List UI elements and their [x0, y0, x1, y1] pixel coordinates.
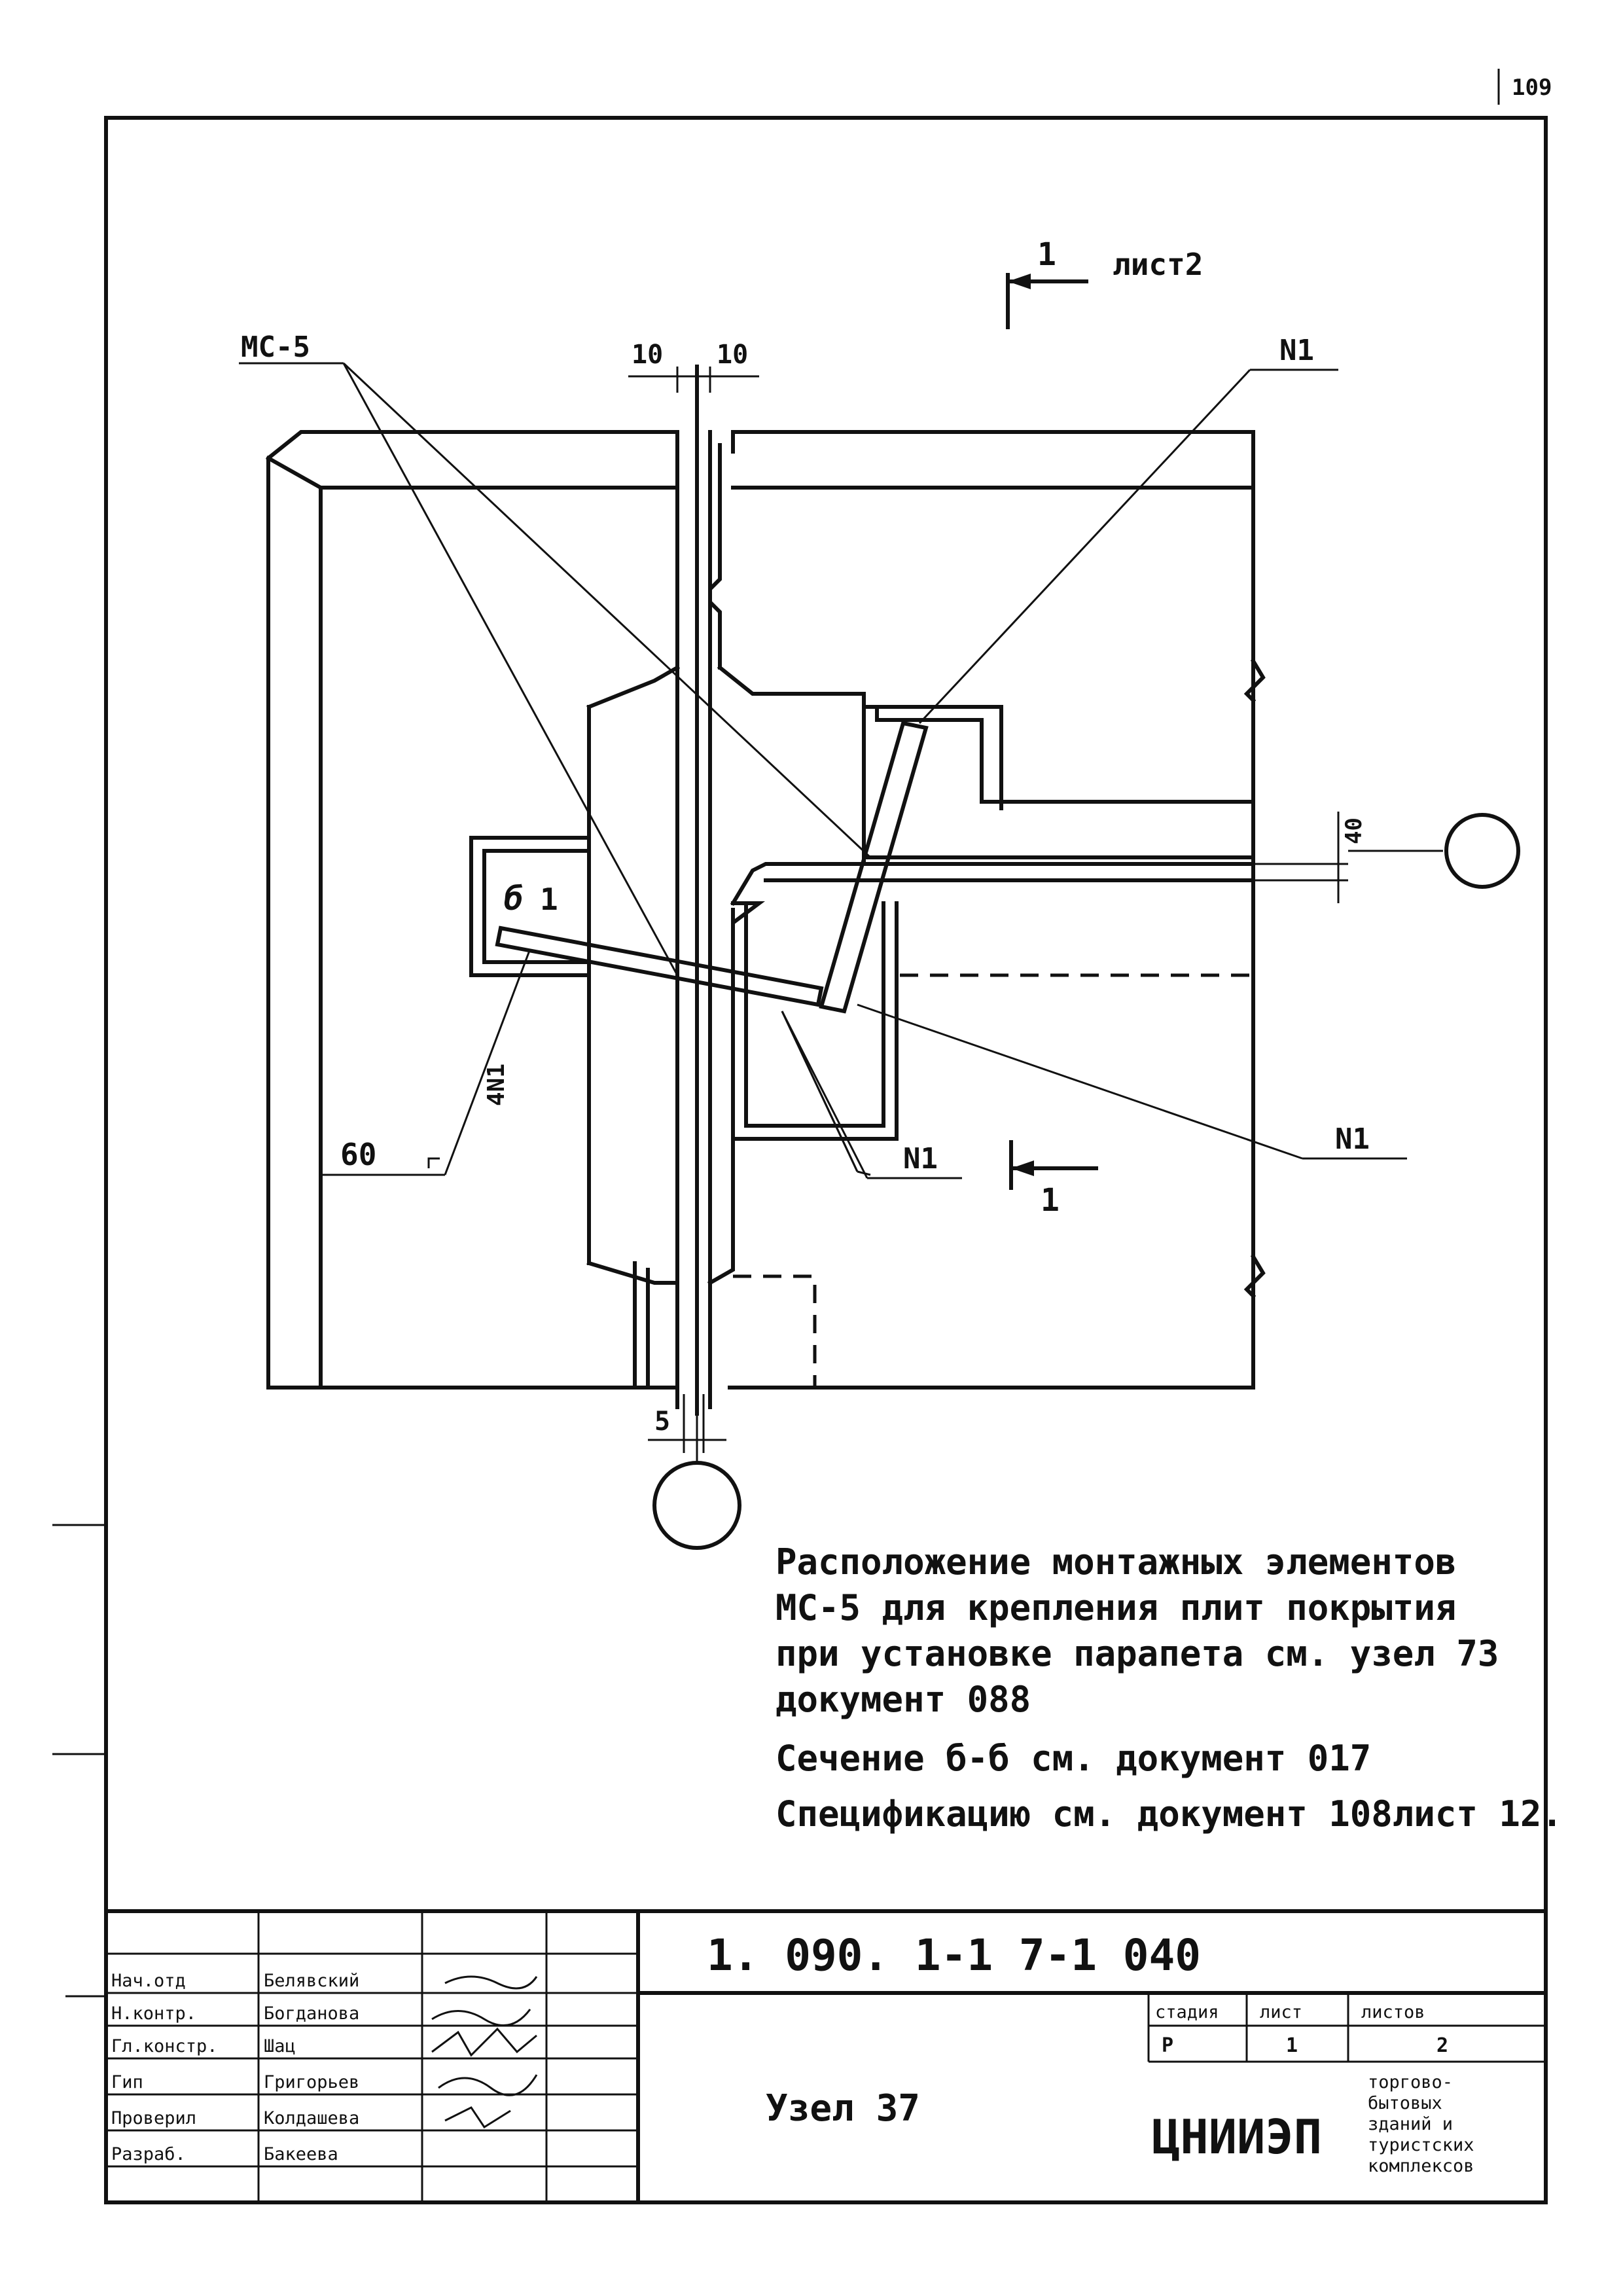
- embed-plate-left-inner: [482, 849, 591, 964]
- tb-name: Колдашева: [264, 2108, 359, 2128]
- org-desc-line: комплексов: [1368, 2156, 1474, 2176]
- dim-40-label: 40: [1341, 817, 1367, 844]
- doc-code: 1. 090. 1-1 7-1 040: [707, 1930, 1201, 1981]
- break-line: [1243, 658, 1266, 704]
- tb-role: Нач.отд: [111, 1971, 186, 1991]
- leader-mc5-a: [342, 363, 679, 976]
- qty-4n1-label: 4N1: [483, 1064, 510, 1106]
- crossbar-top: [862, 705, 1003, 810]
- tb-role: Гип: [111, 2072, 143, 2092]
- tb-role: Проверил: [111, 2108, 196, 2128]
- right-slab-ledge: [730, 862, 1255, 906]
- mc5-label: МС-5: [241, 331, 310, 364]
- note-line: при установке парапета см. узел 73: [776, 1633, 1499, 1674]
- left-slab-chamfer: [265, 455, 324, 491]
- leader-n1-right: [857, 1003, 1303, 1160]
- cut-num-label: 1: [540, 882, 558, 917]
- hidden-contour: [733, 1274, 817, 1388]
- signature: [431, 2027, 537, 2057]
- note-line: документ 088: [776, 1679, 1031, 1720]
- org-name: ЦНИИЭП: [1152, 2109, 1322, 2164]
- signature: [431, 2009, 531, 2027]
- tb-name: Белявский: [264, 1971, 359, 1991]
- leader-n1-bottom-b: [781, 1011, 868, 1179]
- n1-label-right: N1: [1335, 1122, 1370, 1156]
- right-slab-notch: [708, 443, 722, 670]
- stage-value: Р: [1162, 2034, 1173, 2057]
- note-line: МС-5 для крепления плит покрытия: [776, 1587, 1456, 1628]
- sheets-value: 2: [1436, 2034, 1448, 2057]
- embed-plate-right-inner: [744, 901, 885, 1128]
- section-mark-num-bottom: 1: [1041, 1182, 1060, 1219]
- axis-bubble-bottom: [652, 1461, 741, 1550]
- dim-10-right: 10: [717, 340, 748, 370]
- tb-name: Шац: [264, 2036, 296, 2056]
- sheet-number: 109: [1512, 75, 1552, 101]
- tb-name: Богданова: [264, 2003, 359, 2024]
- node-detail-drawing: МС-5 N1 N1 N1 60 б 1 4N1 10 10 5 40 1: [239, 236, 1520, 1550]
- crossbar-inner: [875, 705, 984, 804]
- break-line: [1243, 1253, 1266, 1299]
- signature: [444, 1975, 538, 1990]
- org-desc-line: туристских: [1368, 2135, 1474, 2155]
- org-desc-line: зданий и: [1368, 2114, 1453, 2134]
- dim-5-label: 5: [654, 1407, 670, 1437]
- mc5-bar-inclined: [819, 721, 929, 1014]
- tb-role: Разраб.: [111, 2144, 186, 2164]
- sheets-header: листов: [1361, 2002, 1425, 2022]
- column-top-right: [717, 664, 866, 866]
- signature: [444, 2106, 511, 2129]
- column-top-left: [586, 664, 681, 709]
- section-arrowhead: [1011, 1160, 1034, 1176]
- tb-name: Бакеева: [264, 2144, 338, 2164]
- notes-block: Расположение монтажных элементов МС-5 дл…: [776, 1541, 1563, 1835]
- tb-name: Григорьев: [264, 2072, 359, 2092]
- section-sheet-label: лист2: [1113, 247, 1203, 282]
- leader-n1-top: [918, 368, 1251, 725]
- drawing-frame: [104, 116, 1548, 2204]
- note-line: Расположение монтажных элементов: [776, 1541, 1456, 1583]
- tb-role: Н.контр.: [111, 2003, 196, 2024]
- angle-symbol: [427, 1157, 440, 1168]
- leader-60: [444, 948, 531, 1175]
- stage-header: стадия: [1155, 2002, 1219, 2022]
- org-desc-line: торгово-: [1368, 2072, 1453, 2092]
- cut-b-label: б: [504, 880, 524, 918]
- n1-label-bottom: N1: [903, 1142, 938, 1175]
- sheet-header: лист: [1260, 2002, 1302, 2022]
- signature: [438, 2074, 538, 2096]
- embed-plate-left: [469, 836, 591, 977]
- note-line: Сечение б-б см. документ 017: [776, 1738, 1371, 1779]
- axis-bubble-right: [1444, 813, 1520, 889]
- dim-10-left: 10: [632, 340, 663, 370]
- section-arrowhead: [1008, 274, 1031, 289]
- section-mark-num-top: 1: [1037, 236, 1056, 273]
- org-desc-line: бытовых: [1368, 2093, 1442, 2113]
- tb-role: Гл.констр.: [111, 2036, 218, 2056]
- sheet-value: 1: [1286, 2034, 1298, 2057]
- leader-mc5-b: [342, 362, 872, 859]
- dim-60-label: 60: [340, 1137, 376, 1172]
- title-block: Нач.отд Н.контр. Гл.констр. Гип Проверил…: [104, 1909, 1548, 2204]
- embed-plate-right: [731, 901, 899, 1141]
- note-line: Спецификацию см. документ 108лист 12.: [776, 1793, 1563, 1835]
- right-slab-top: [731, 430, 1255, 454]
- n1-label-top: N1: [1279, 334, 1314, 367]
- column-bottom-left: [586, 1261, 679, 1285]
- mc5-bar-horizontal: [495, 925, 824, 1007]
- drawing-title: Узел 37: [766, 2087, 920, 2130]
